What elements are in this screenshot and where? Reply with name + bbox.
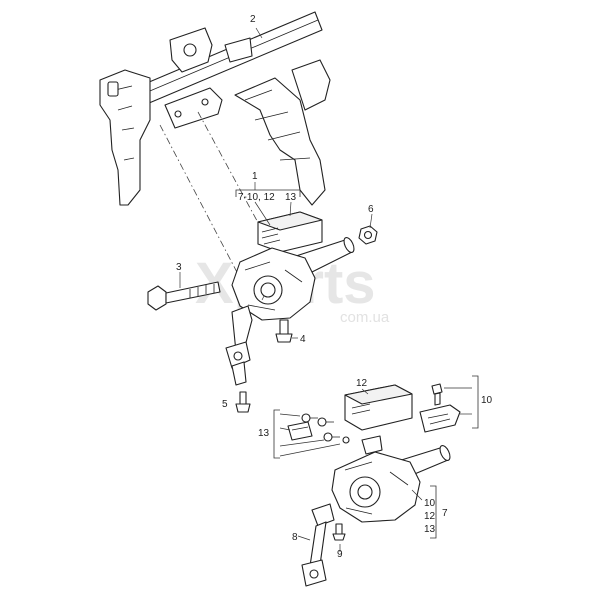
callout-1: 1 — [252, 171, 258, 182]
long-bolt[interactable] — [147, 281, 221, 311]
callout-10: 10 — [481, 395, 493, 406]
callout-5: 5 — [222, 399, 228, 410]
intermediate-shaft[interactable] — [301, 503, 335, 587]
bolt-small[interactable] — [275, 319, 293, 343]
alignment-line-right — [197, 111, 263, 231]
callout-12: 12 — [356, 378, 368, 389]
steering-column-lower-assembly[interactable] — [331, 384, 452, 523]
bolt-lower-joint[interactable] — [235, 391, 251, 413]
callout-9: 9 — [337, 549, 343, 560]
callout-10-group: 10 — [444, 375, 493, 429]
callout-2: 2 — [250, 14, 256, 25]
callout-7-item-3: 13 — [424, 524, 436, 535]
leader-lines — [179, 27, 373, 552]
mounting-hardware-set[interactable] — [287, 413, 350, 444]
callout-8: 8 — [292, 532, 298, 543]
callout-3: 3 — [176, 262, 182, 273]
callout-1-sub-b: 13 — [285, 192, 297, 203]
hex-nut[interactable] — [358, 225, 378, 245]
steering-column-assembly[interactable] — [225, 211, 356, 386]
callout-7-item-1: 10 — [424, 498, 436, 509]
callout-13: 13 — [258, 428, 270, 439]
callout-1-sub-a: 7-10, 12 — [238, 192, 275, 203]
callout-1-group: 1 7-10, 12 13 — [235, 171, 301, 226]
watermark-domain: com.ua — [340, 309, 390, 326]
callout-7: 7 — [442, 508, 448, 519]
cross-car-beam[interactable] — [99, 11, 331, 206]
callout-4: 4 — [300, 334, 306, 345]
callout-13-group: 13 — [258, 409, 341, 459]
callout-7-group: 7 10 12 13 — [411, 485, 448, 539]
bracket-kit[interactable] — [419, 383, 461, 433]
bolt-shaft-clamp[interactable] — [332, 523, 346, 541]
callout-6: 6 — [368, 204, 374, 215]
callout-7-item-2: 12 — [424, 511, 436, 522]
